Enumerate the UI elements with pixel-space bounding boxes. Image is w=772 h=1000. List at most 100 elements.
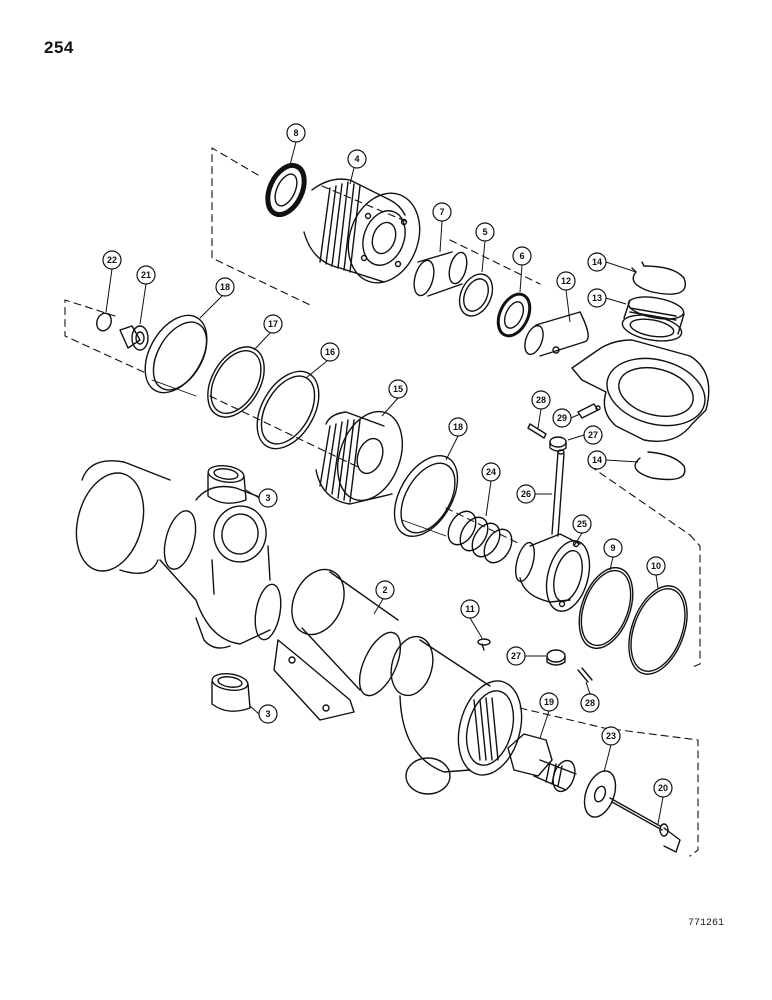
part-24-spring [447,510,513,564]
svg-text:18: 18 [220,282,230,292]
svg-text:8: 8 [293,128,298,138]
part-4-gland [303,178,421,284]
callout-18-left: 18 [199,277,235,319]
callout-3-upper: 3 [245,488,278,508]
part-12-piston-rod [524,311,710,442]
part-13-bearing [621,296,685,342]
callout-27-lower: 27 [506,646,546,666]
part-14-snap-ring-lower [634,451,686,481]
svg-text:7: 7 [439,207,444,217]
callout-25: 25 [572,514,592,547]
callout-22: 22 [102,250,122,313]
callout-21: 21 [136,265,156,325]
part-5-ring [458,273,494,317]
part-16-ring [256,370,320,450]
svg-text:24: 24 [486,467,496,477]
part-28-roll-pin-lower [577,667,593,683]
cylinder-body [75,460,282,649]
part-29-fitting [577,403,601,419]
svg-text:28: 28 [585,698,595,708]
part-10-o-ring [628,585,688,675]
callout-28-lower: 28 [580,681,600,713]
svg-text:12: 12 [561,276,571,286]
assembly-boundary-middle [64,299,701,669]
svg-text:5: 5 [482,227,487,237]
part-11-screw [477,638,491,651]
callout-11: 11 [460,599,483,639]
svg-text:13: 13 [592,293,602,303]
part-28-roll-pin-upper [527,423,547,439]
callout-20: 20 [653,778,673,825]
part-18-wear-ring-right [393,455,459,537]
svg-text:17: 17 [268,319,278,329]
callout-14-upper: 14 [587,252,637,273]
callout-7: 7 [432,202,452,253]
part-27-collar-upper [549,436,567,452]
svg-text:21: 21 [141,270,151,280]
callout-16: 16 [305,342,340,379]
svg-text:18: 18 [453,422,463,432]
svg-text:23: 23 [606,731,616,741]
svg-text:3: 3 [265,709,270,719]
callout-5: 5 [475,222,495,273]
part-26-pin [551,449,565,537]
callout-6: 6 [512,246,532,293]
callout-17: 17 [253,314,283,351]
svg-text:20: 20 [658,783,668,793]
part-9-o-ring [578,566,634,650]
svg-text:11: 11 [465,604,475,614]
svg-text:14: 14 [592,455,602,465]
part-2-tube [273,568,402,721]
part-7-bushing [413,251,468,297]
callout-8: 8 [286,123,306,166]
barrel-end [390,635,523,795]
part-3-bushing-lower [211,672,251,712]
callout-15: 15 [381,379,408,417]
callout-24: 24 [481,462,501,517]
callout-13: 13 [587,288,627,308]
part-22-o-ring [96,312,112,332]
assembly-boundary-lower [519,707,699,857]
callout-27-upper: 27 [567,425,603,445]
svg-text:27: 27 [511,651,521,661]
page-number: 254 [44,38,74,57]
part-8-seal [265,162,307,218]
callout-14-lower: 14 [587,450,639,470]
part-27-collar-lower [546,649,566,666]
figure-code: 771261 [688,918,725,929]
part-21-plug [119,325,149,351]
svg-text:19: 19 [544,697,554,707]
part-15-piston [315,410,403,505]
svg-text:10: 10 [651,561,661,571]
callout-3-lower: 3 [249,704,278,724]
svg-text:28: 28 [536,395,546,405]
callout-2: 2 [373,580,395,615]
part-3-bushing-upper [207,464,247,504]
svg-text:26: 26 [521,489,531,499]
part-6-wiper [496,292,532,338]
svg-text:27: 27 [588,430,598,440]
part-17-ring [207,346,265,418]
svg-text:15: 15 [393,384,403,394]
callout-23: 23 [601,726,621,773]
callout-19: 19 [539,692,559,739]
callout-18-right: 18 [445,417,468,461]
callout-26: 26 [516,484,552,504]
svg-text:25: 25 [577,519,587,529]
part-19-fitting [507,733,577,793]
callout-9: 9 [603,538,623,571]
svg-text:16: 16 [325,347,335,357]
part-14-snap-ring-upper [631,261,686,295]
callout-28-upper: 28 [531,390,551,429]
svg-text:4: 4 [354,154,359,164]
part-18-wear-ring-left [144,314,208,397]
svg-text:3: 3 [265,493,270,503]
part-23-washer [583,770,617,818]
part-20-valve [609,797,681,853]
svg-text:14: 14 [592,257,602,267]
callout-29: 29 [552,408,581,428]
callout-12: 12 [556,271,576,323]
svg-text:9: 9 [610,543,615,553]
